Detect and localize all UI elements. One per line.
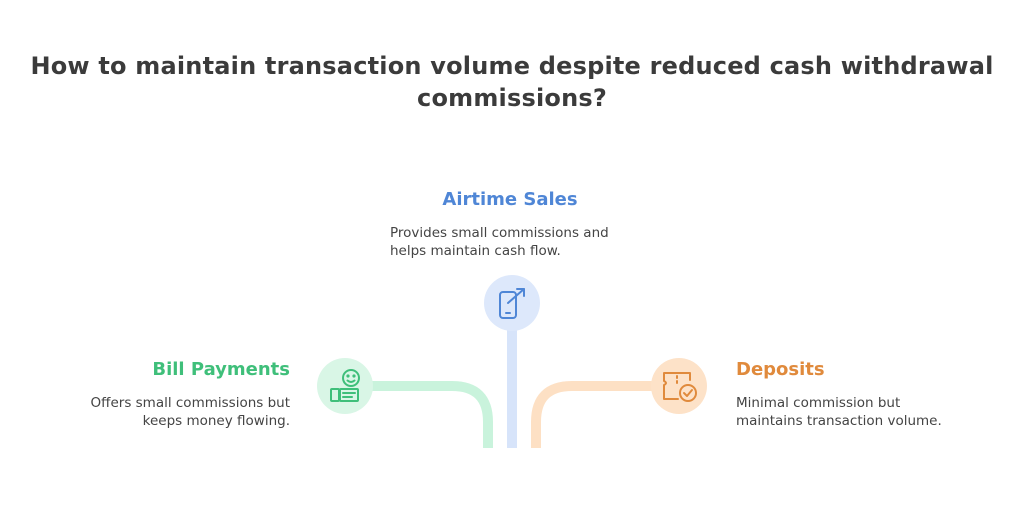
airtime-sales-description: Provides small commissions and helps mai… <box>390 224 609 260</box>
ticket-check-icon <box>663 372 697 402</box>
phone-trend-icon <box>499 288 525 319</box>
deposits-circle <box>651 358 707 414</box>
airtime-desc-line-2: helps maintain cash flow. <box>390 243 561 259</box>
bill-payments-circle <box>317 358 373 414</box>
page-title: How to maintain transaction volume despi… <box>0 50 1024 114</box>
deposits-desc-line-1: Minimal commission but <box>736 395 901 411</box>
airtime-node <box>484 275 540 331</box>
bill-payments-description: Offers small commissions but keeps money… <box>70 394 290 430</box>
deposits-description: Minimal commission but maintains transac… <box>736 394 942 430</box>
deposits-connector <box>531 381 652 448</box>
bill-payments-node <box>317 358 373 414</box>
bill-desc-line-1: Offers small commissions but <box>90 395 290 411</box>
bill-payments-heading: Bill Payments <box>152 359 290 380</box>
title-line-1: How to maintain transaction volume despi… <box>30 52 994 80</box>
deposits-desc-line-2: maintains transaction volume. <box>736 413 942 429</box>
airtime-circle <box>484 275 540 331</box>
bill-payments-connector <box>372 381 493 448</box>
deposits-heading: Deposits <box>736 359 825 380</box>
title-line-2: commissions? <box>417 84 607 112</box>
money-smile-icon <box>330 369 360 402</box>
bill-desc-line-2: keeps money flowing. <box>142 413 290 429</box>
airtime-desc-line-1: Provides small commissions and <box>390 225 609 241</box>
deposits-node <box>651 358 707 414</box>
airtime-sales-heading: Airtime Sales <box>442 189 578 210</box>
